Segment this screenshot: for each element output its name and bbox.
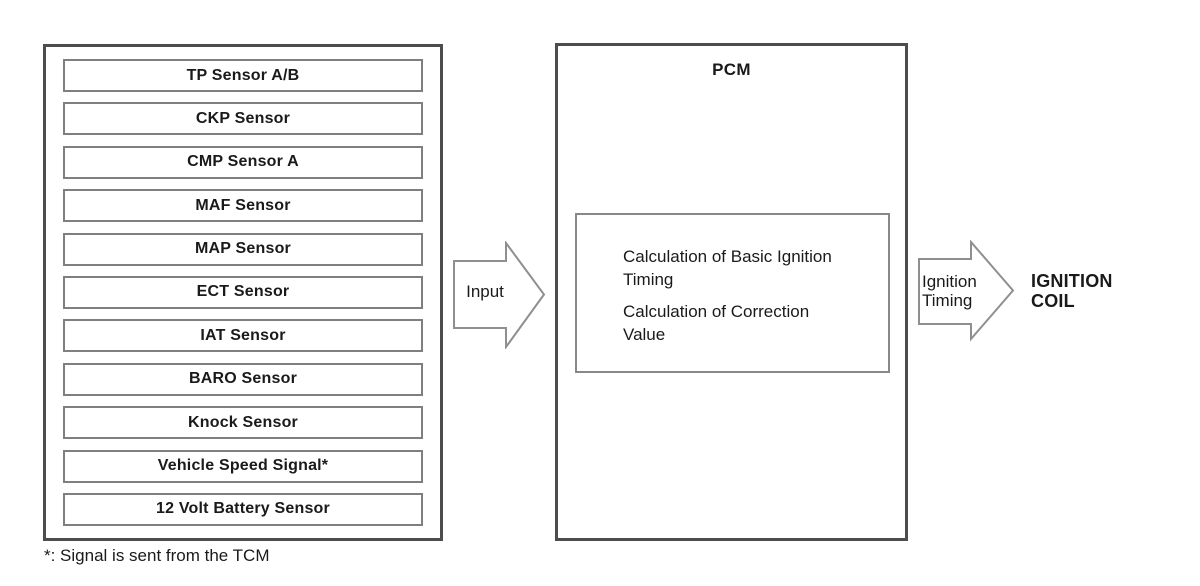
- footnote: *: Signal is sent from the TCM: [44, 546, 270, 565]
- sensor-box: MAF Sensor: [63, 189, 423, 223]
- sensor-box: Knock Sensor: [63, 406, 423, 440]
- ignition-timing-arrow-icon: [918, 240, 1015, 342]
- ignition-timing-arrow-label: Ignition Timing: [922, 272, 977, 310]
- sensor-box: IAT Sensor: [63, 319, 423, 353]
- ignition-coil-label: IGNITION COIL: [1031, 271, 1113, 311]
- calculation-text: Calculation of Basic Ignition Timing Cal…: [623, 245, 843, 355]
- sensor-box: CMP Sensor A: [63, 145, 423, 179]
- sensor-box: ECT Sensor: [63, 275, 423, 309]
- input-arrow-icon: [453, 241, 546, 349]
- calculation-basic-ignition-timing: Calculation of Basic Ignition Timing: [623, 247, 832, 289]
- calculation-box: Calculation of Basic Ignition Timing Cal…: [575, 213, 890, 373]
- pcm-title: PCM: [712, 60, 751, 79]
- calculation-correction-value: Calculation of Correction Value: [623, 302, 810, 344]
- sensor-box: TP Sensor A/B: [63, 59, 423, 92]
- sensor-box: CKP Sensor: [63, 102, 423, 136]
- sensor-box: Vehicle Speed Signal*: [63, 449, 423, 483]
- sensor-box: MAP Sensor: [63, 232, 423, 266]
- pcm-box: PCM Calculation of Basic Ignition Timing…: [555, 43, 908, 541]
- input-arrow-label: Input: [466, 282, 504, 301]
- sensor-box: 12 Volt Battery Sensor: [63, 492, 423, 526]
- sensor-box: BARO Sensor: [63, 362, 423, 396]
